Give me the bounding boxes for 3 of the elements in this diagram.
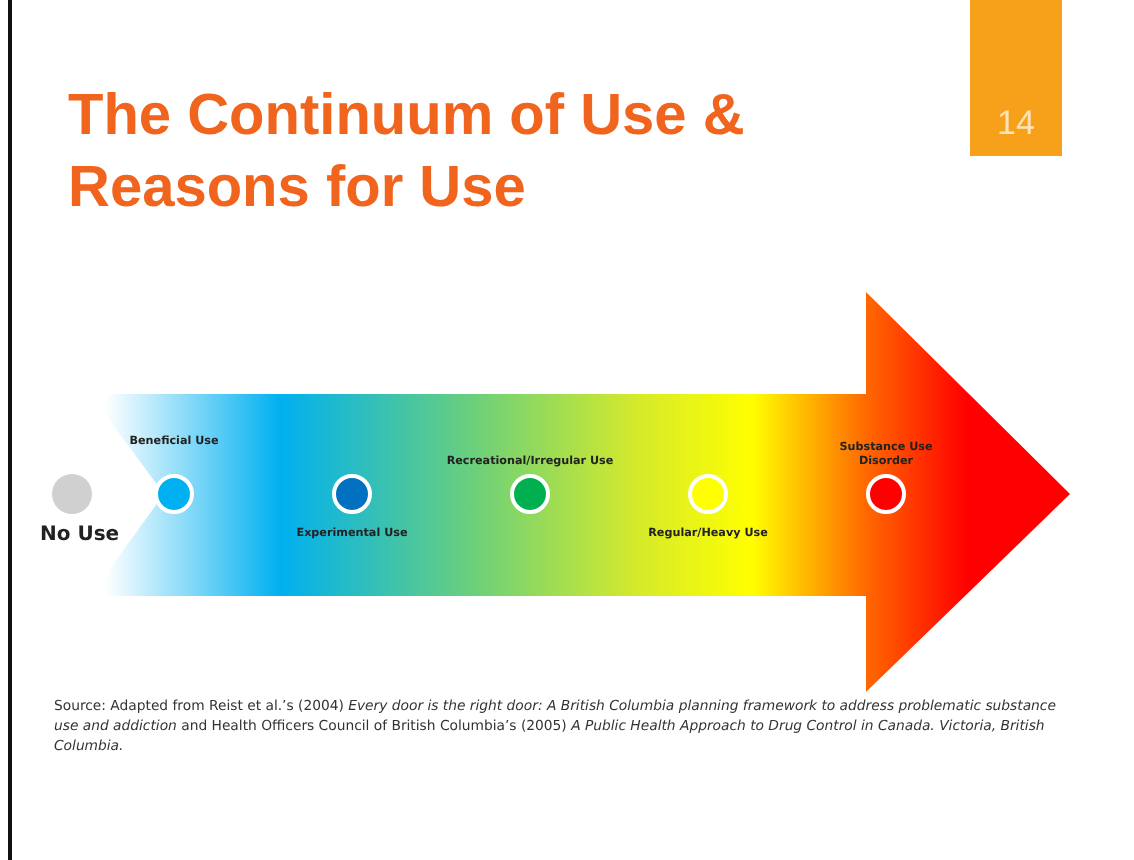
slide-title: The Continuum of Use & Reasons for Use xyxy=(68,82,747,224)
page-number: 14 xyxy=(995,104,1037,144)
stage-label: No Use xyxy=(40,524,120,547)
